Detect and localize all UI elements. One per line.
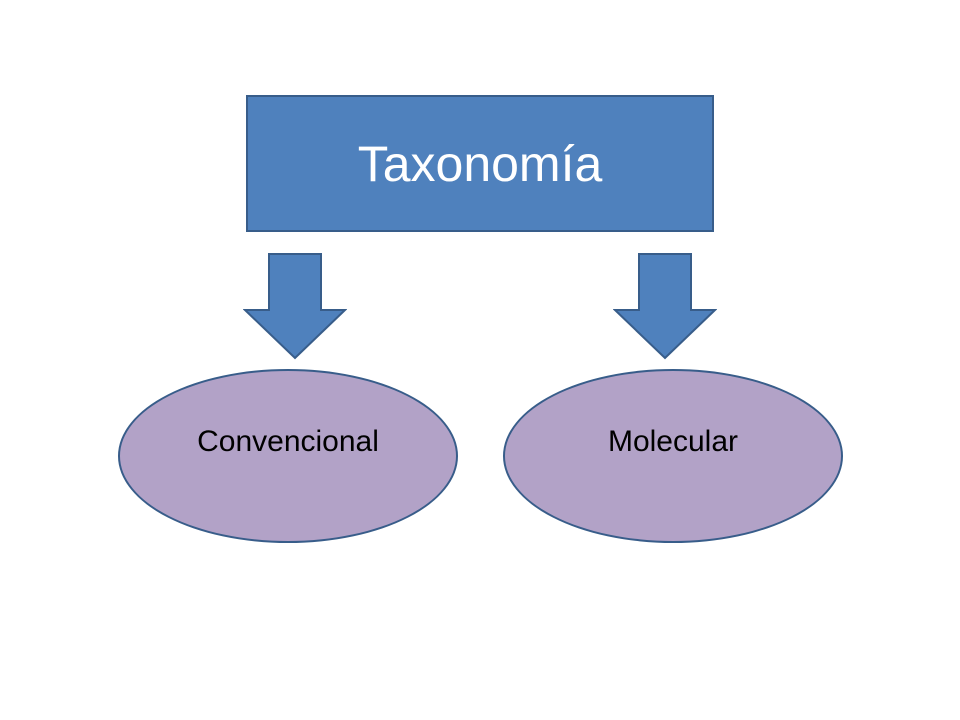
down-arrow-left-icon	[243, 253, 347, 360]
convencional-ellipse: Convencional	[118, 369, 458, 543]
molecular-ellipse: Molecular	[503, 369, 843, 543]
convencional-label: Convencional	[197, 424, 379, 458]
taxonomia-label: Taxonomía	[357, 135, 603, 192]
molecular-label: Molecular	[607, 424, 739, 458]
taxonomia-box: Taxonomía	[246, 95, 714, 232]
down-arrow-right-icon	[613, 253, 717, 360]
